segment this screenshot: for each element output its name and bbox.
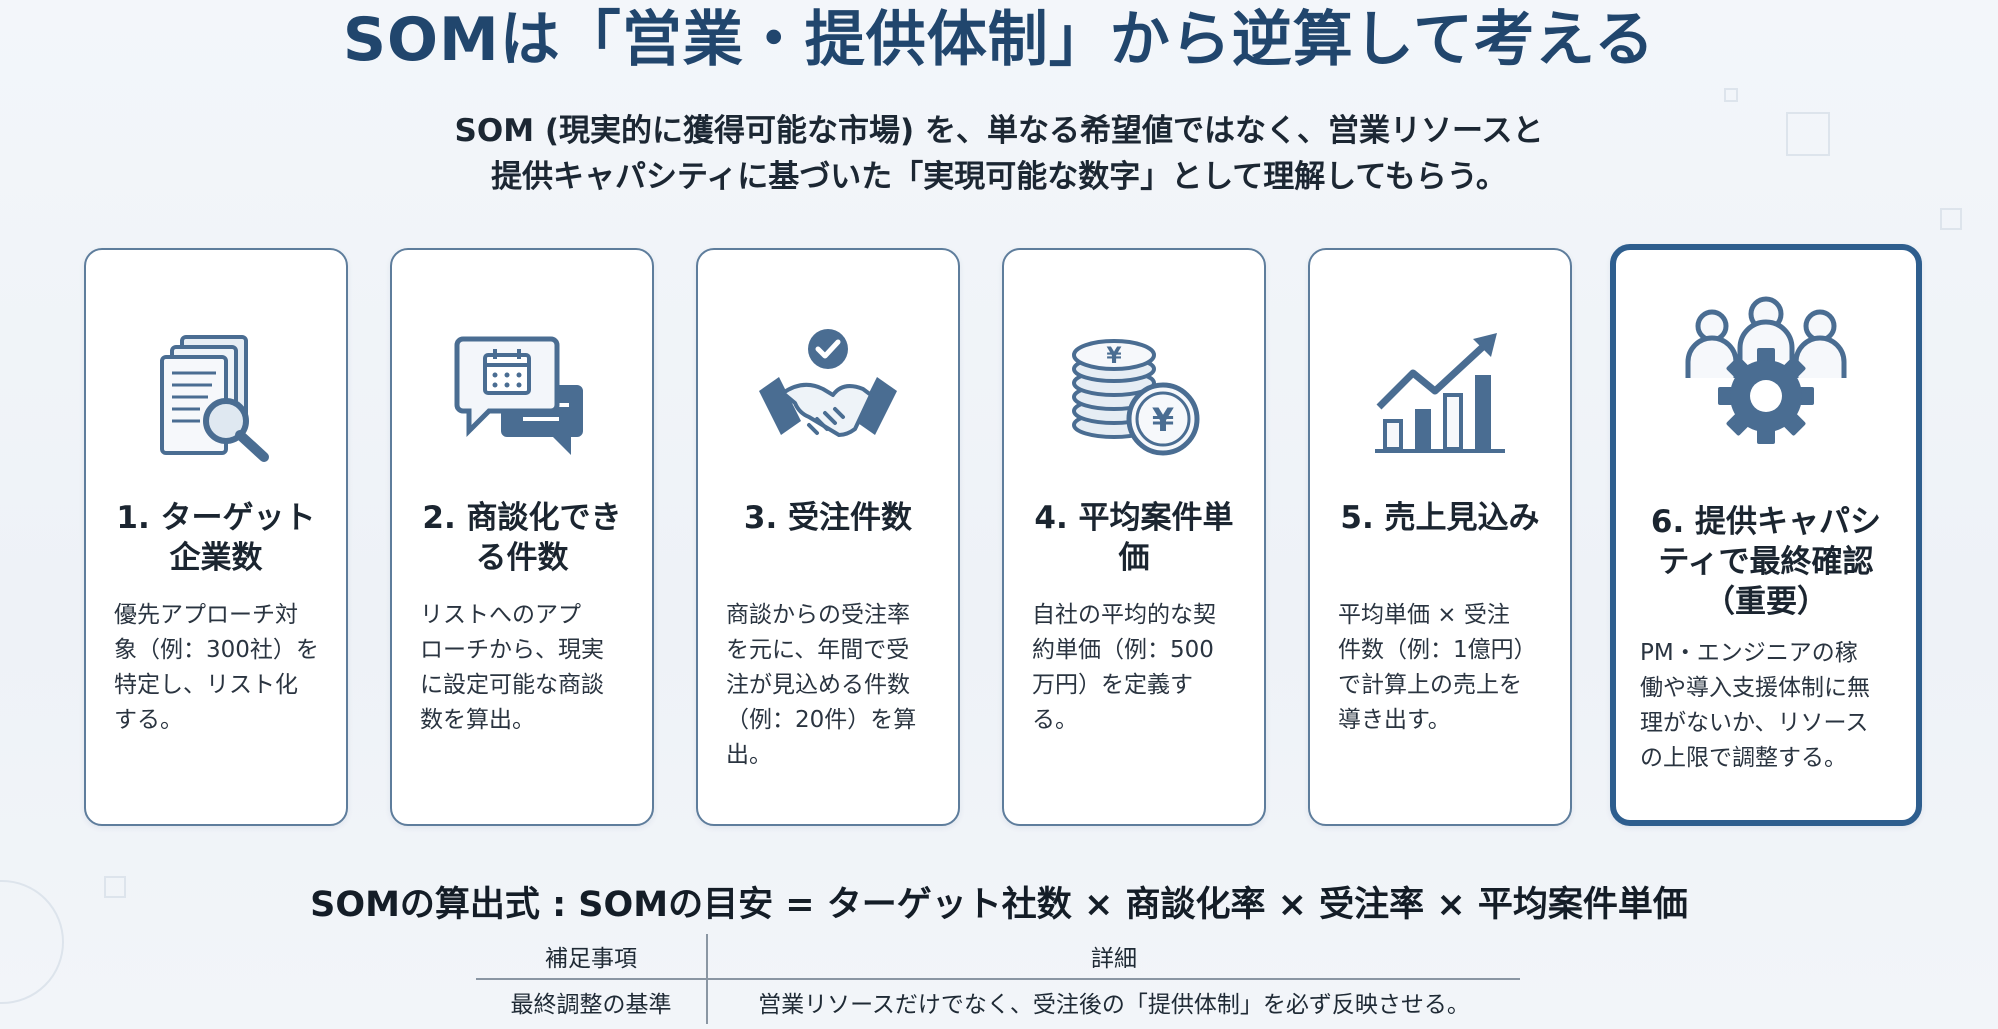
subtitle-line-1: SOM (現実的に獲得可能な市場) を、単なる希望値ではなく、営業リソースと xyxy=(454,113,1544,149)
step-description: PM・エンジニアの稼働や導入支援体制に無理がないか、リソースの上限で調整する。 xyxy=(1640,640,1870,771)
supplement-table: 補足事項 詳細 最終調整の基準 営業リソースだけでなく、受注後の「提供体制」を必… xyxy=(476,934,1520,1024)
growth-chart-icon xyxy=(1310,320,1570,470)
background-decoration xyxy=(1940,208,1962,230)
step-description: 優先アプローチ対象（例：300社）を特定し、リスト化する。 xyxy=(114,602,319,733)
step-title: 1. ターゲット企業数 xyxy=(116,500,316,576)
step-title: 3. 受注件数 xyxy=(743,500,913,536)
svg-text:¥: ¥ xyxy=(1106,344,1122,369)
subtitle-line-2: 提供キャパシティに基づいた「実現可能な数字」として理解してもらう。 xyxy=(491,159,1507,195)
step-card-6: 6. 提供キャパシティで最終確認（重要） PM・エンジニアの稼働や導入支援体制に… xyxy=(1610,244,1922,826)
page-subtitle: SOM (現実的に獲得可能な市場) を、単なる希望値ではなく、営業リソースと 提… xyxy=(0,108,1998,200)
som-formula: SOMの算出式 : SOMの目安 = ターゲット社数 × 商談化率 × 受注率 … xyxy=(310,885,1688,925)
chat-calendar-icon xyxy=(392,320,652,470)
background-decoration xyxy=(104,876,126,898)
step-title: 4. 平均案件単価 xyxy=(1034,500,1234,576)
table-row: 最終調整の基準 営業リソースだけでなく、受注後の「提供体制」を必ず反映させる。 xyxy=(476,980,1520,1024)
step-title: 5. 売上見込み xyxy=(1340,500,1540,536)
step-card-3: 3. 受注件数 商談からの受注率を元に、年間で受注が見込める件数（例：20件）を… xyxy=(696,248,960,826)
step-card-2: 2. 商談化できる件数 リストへのアプローチから、現実に設定可能な商談数を算出。 xyxy=(390,248,654,826)
table-cell: 営業リソースだけでなく、受注後の「提供体制」を必ず反映させる。 xyxy=(758,992,1470,1018)
background-decoration xyxy=(1724,88,1738,102)
step-card-1: 1. ターゲット企業数 優先アプローチ対象（例：300社）を特定し、リスト化する… xyxy=(84,248,348,826)
svg-text:¥: ¥ xyxy=(1152,401,1174,439)
background-decoration xyxy=(1786,112,1830,156)
step-card-5: 5. 売上見込み 平均単価 × 受注件数（例：1億円）で計算上の売上を導き出す。 xyxy=(1308,248,1572,826)
step-title: 2. 商談化できる件数 xyxy=(422,500,622,576)
step-description: 商談からの受注率を元に、年間で受注が見込める件数（例：20件）を算出。 xyxy=(726,602,917,768)
yen-coins-icon: ¥ ¥ xyxy=(1004,320,1264,470)
step-description: リストへのアプローチから、現実に設定可能な商談数を算出。 xyxy=(420,602,604,733)
table-header-cell: 補足事項 xyxy=(476,934,708,978)
step-title: 6. 提供キャパシティで最終確認（重要） xyxy=(1650,504,1882,620)
step-description: 平均単価 × 受注件数（例：1億円）で計算上の売上を導き出す。 xyxy=(1338,602,1537,733)
handshake-icon xyxy=(698,320,958,470)
page-title: SOMは「営業・提供体制」から逆算して考える xyxy=(342,5,1656,75)
table-header-cell: 詳細 xyxy=(1091,946,1137,972)
table-header-row: 補足事項 詳細 xyxy=(476,934,1520,980)
document-search-icon xyxy=(86,320,346,470)
table-cell: 最終調整の基準 xyxy=(476,980,708,1024)
team-gear-icon xyxy=(1616,296,1916,446)
